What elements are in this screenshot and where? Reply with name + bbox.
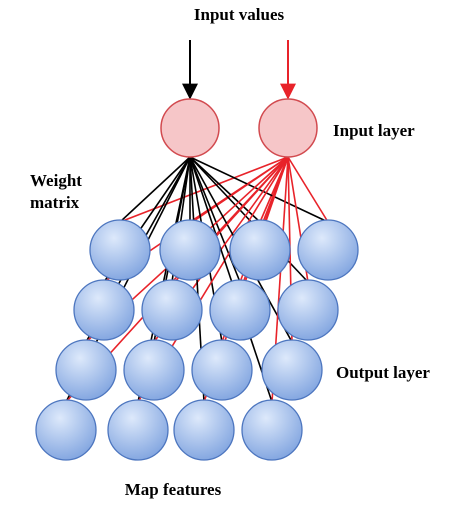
map-features-label: Map features <box>125 480 222 499</box>
output-layer-grid <box>35 219 359 461</box>
connection-black-r1-c1 <box>119 156 191 223</box>
connection-black-r4-c4 <box>189 156 273 403</box>
input-node-1 <box>160 98 220 158</box>
output-node-r1-c3 <box>229 219 291 281</box>
connection-red-r1-c4 <box>287 156 329 223</box>
output-node-r3-c3 <box>191 339 253 401</box>
output-node-r2-c1 <box>73 279 135 341</box>
output-node-r4-c2 <box>107 399 169 461</box>
output-node-r4-c1 <box>35 399 97 461</box>
input-layer-label: Input layer <box>333 121 415 140</box>
output-layer-label: Output layer <box>336 363 430 382</box>
output-node-r4-c3 <box>173 399 235 461</box>
output-node-r3-c1 <box>55 339 117 401</box>
output-node-r2-c2 <box>141 279 203 341</box>
output-node-r1-c4 <box>297 219 359 281</box>
weight-matrix-label-line2: matrix <box>30 193 80 212</box>
output-node-r1-c2 <box>159 219 221 281</box>
output-node-r4-c4 <box>241 399 303 461</box>
input-values-label: Input values <box>194 5 285 24</box>
weight-matrix-label-line1: Weight <box>30 171 82 190</box>
connection-red-r1-c1 <box>119 156 289 223</box>
output-node-r3-c2 <box>123 339 185 401</box>
input-node-2 <box>258 98 318 158</box>
output-node-r2-c4 <box>277 279 339 341</box>
output-node-r2-c3 <box>209 279 271 341</box>
output-node-r1-c1 <box>89 219 151 281</box>
output-node-r3-c4 <box>261 339 323 401</box>
